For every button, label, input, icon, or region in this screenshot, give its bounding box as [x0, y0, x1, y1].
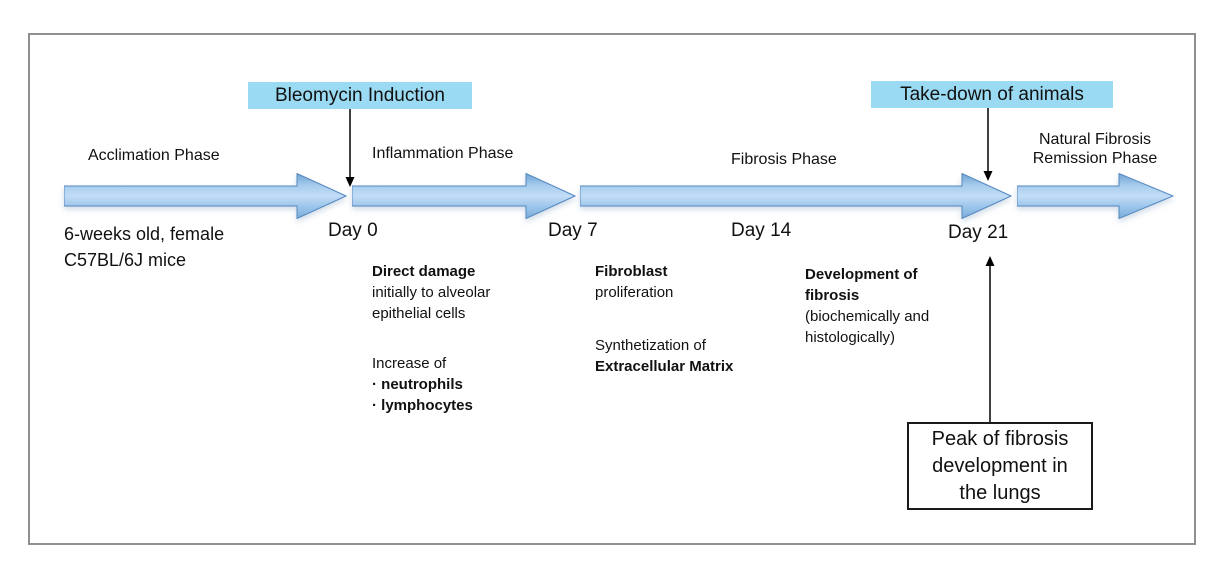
annotation-heading: Development of: [805, 266, 918, 283]
peak-box-line2: development in: [932, 454, 1068, 477]
phase-label-fibrosis: Fibrosis Phase: [731, 151, 837, 168]
bleomycin-down-arrow-icon: [345, 109, 355, 187]
annotation-inflammation-para1: Direct damage initially to alveolar epit…: [372, 261, 490, 324]
day-label-21: Day 21: [948, 222, 1009, 243]
annotation-line: histologically): [805, 329, 896, 346]
bleomycin-induction-callout: Bleomycin Induction: [248, 82, 472, 109]
annotation-line: Synthetization of: [595, 337, 706, 354]
timeline-arrow-inflammation: [352, 173, 576, 219]
annotation-fibroblast-para2: Synthetization of Extracellular Matrix: [595, 335, 733, 377]
annotation-heading: Fibroblast: [595, 263, 668, 280]
annotation-line: proliferation: [595, 284, 674, 301]
takedown-callout: Take-down of animals: [871, 81, 1113, 108]
timeline-arrow-acclimation: [64, 173, 347, 219]
phase-label-acclimation: Acclimation Phase: [88, 147, 220, 164]
phase-label-remission-line2: Remission Phase: [1032, 150, 1158, 167]
peak-box-line3: the lungs: [959, 481, 1041, 504]
annotation-inflammation-para2: Increase of · neutrophils · lymphocytes: [372, 353, 473, 416]
day-label-14: Day 14: [731, 220, 792, 241]
annotation-line: epithelial cells: [372, 305, 466, 322]
phase-label-inflammation: Inflammation Phase: [372, 145, 514, 162]
phase-label-remission: Natural Fibrosis Remission Phase: [1013, 130, 1177, 168]
annotation-fibroblast-para1: Fibroblast proliferation: [595, 261, 673, 303]
peak-box-line1: Peak of fibrosis: [931, 427, 1069, 450]
annotation-development: Development of fibrosis (biochemically a…: [805, 264, 929, 348]
timeline-arrow-remission: [1017, 173, 1174, 219]
annotation-line: (biochemically and: [805, 308, 930, 325]
subject-info-line1: 6-weeks old, female: [64, 224, 225, 244]
day-label-7: Day 7: [548, 220, 598, 241]
annotation-bullet: · neutrophils: [372, 376, 463, 393]
annotation-line: Extracellular Matrix: [595, 358, 734, 375]
day-label-0: Day 0: [328, 220, 378, 241]
phase-label-remission-line1: Natural Fibrosis: [1038, 131, 1152, 148]
takedown-down-arrow-icon: [983, 108, 993, 181]
peak-up-arrow-icon: [985, 256, 995, 423]
annotation-line: initially to alveolar: [372, 284, 491, 301]
peak-fibrosis-box: Peak of fibrosis development in the lung…: [907, 422, 1093, 510]
annotation-heading: fibrosis: [805, 287, 860, 304]
annotation-bullet: · lymphocytes: [372, 397, 473, 414]
annotation-heading: Direct damage: [372, 263, 476, 280]
subject-info: 6-weeks old, female C57BL/6J mice: [64, 221, 224, 273]
timeline-arrow-fibrosis: [580, 173, 1012, 219]
annotation-line: Increase of: [372, 355, 447, 372]
subject-info-line2: C57BL/6J mice: [64, 250, 187, 270]
